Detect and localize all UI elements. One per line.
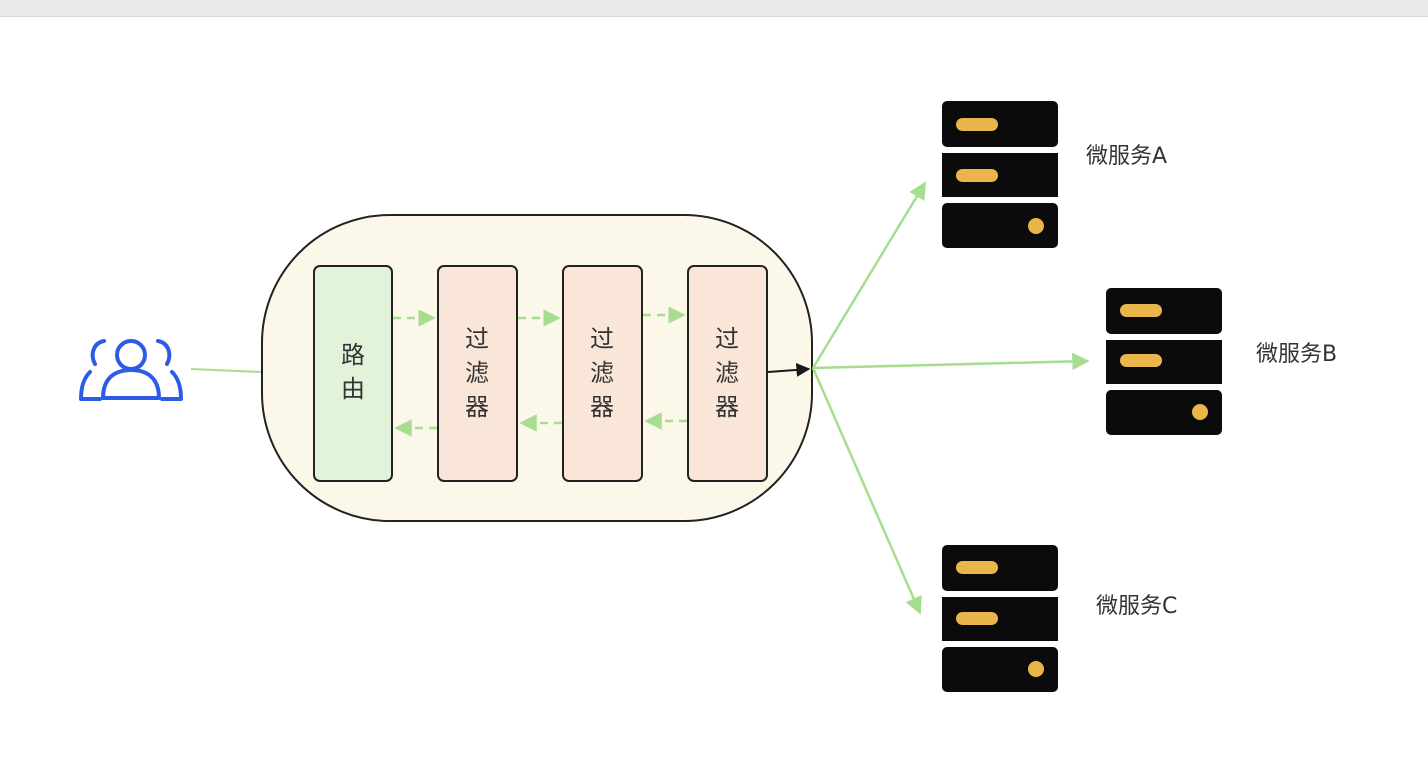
filter-label-char: 过 — [715, 325, 739, 353]
service-c-label: 微服务C — [1096, 594, 1177, 619]
filter-box: 过 滤 器 — [437, 265, 518, 482]
server-icon — [1106, 288, 1222, 435]
filter-label-char: 器 — [715, 393, 739, 421]
service-b-label: 微服务B — [1256, 342, 1337, 367]
to-service-c-arrow — [811, 367, 922, 615]
filter-box: 过 滤 器 — [687, 265, 768, 482]
router-label-char: 由 — [341, 375, 365, 403]
filter-label-char: 过 — [590, 325, 614, 353]
to-service-b-arrow — [812, 352, 1090, 371]
top-toolbar-strip — [0, 0, 1428, 17]
users-icon — [79, 339, 183, 401]
server-icon — [942, 545, 1058, 692]
gateway-exit-arrow — [767, 362, 811, 377]
server-icon — [942, 101, 1058, 248]
filter-label-char: 滤 — [715, 359, 739, 387]
filter-label-char: 过 — [465, 325, 489, 353]
service-a-label: 微服务A — [1086, 144, 1167, 169]
to-service-a-arrow — [811, 181, 927, 369]
filter-label-char: 滤 — [465, 359, 489, 387]
filter-label-char: 器 — [465, 393, 489, 421]
filter-label-char: 器 — [590, 393, 614, 421]
router-box: 路 由 — [313, 265, 393, 482]
router-label-char: 路 — [341, 341, 365, 369]
filter-box: 过 滤 器 — [562, 265, 643, 482]
filter-label-char: 滤 — [590, 359, 614, 387]
gateway-container — [261, 214, 813, 522]
